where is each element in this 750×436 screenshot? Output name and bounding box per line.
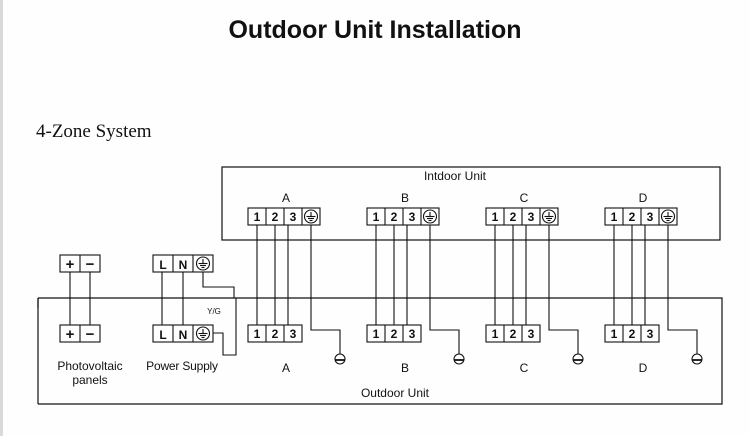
indoor-terminal-a-2: 2	[272, 210, 279, 224]
power-outdoor-terminal-n: N	[179, 328, 188, 342]
ground-wire-d	[667, 225, 698, 354]
outdoor-unit-label: Outdoor Unit	[360, 386, 430, 400]
pv-terminal-minus: −	[86, 256, 95, 273]
indoor-terminal-d-1: 1	[611, 210, 618, 224]
outdoor-terminal-a-3: 3	[290, 327, 297, 341]
outdoor-zone-label-b: B	[401, 361, 409, 375]
ground-terminal-icon	[422, 209, 438, 224]
outdoor-terminal-b-2: 2	[391, 327, 398, 341]
earth-ground-icon	[572, 353, 584, 365]
indoor-terminal-d-2: 2	[629, 210, 636, 224]
left-strip	[0, 0, 3, 436]
indoor-terminal-b-1: 1	[373, 210, 380, 224]
earth-ground-icon	[334, 353, 346, 365]
outdoor-terminal-d-3: 3	[647, 327, 654, 341]
photovoltaic-label-line2: panels	[72, 373, 108, 387]
outdoor-terminal-c-3: 3	[528, 327, 535, 341]
power-supply-label: Power Supply	[146, 359, 218, 373]
outdoor-terminal-d-1: 1	[611, 327, 618, 341]
ground-terminal-icon	[195, 326, 211, 341]
outdoor-terminal-a-1: 1	[254, 327, 261, 341]
ground-terminal-icon	[303, 209, 319, 224]
indoor-zone-label-a: A	[282, 191, 290, 205]
ground-wire-b	[429, 225, 460, 354]
ground-wire-c	[548, 225, 579, 354]
outdoor-zone-label-d: D	[639, 361, 648, 375]
yg-wire	[213, 298, 237, 356]
indoor-terminal-c-2: 2	[510, 210, 517, 224]
indoor-terminal-c-3: 3	[528, 210, 535, 224]
indoor-zone-label-b: B	[401, 191, 409, 205]
outdoor-terminal-c-2: 2	[510, 327, 517, 341]
power-ground-wire	[202, 272, 235, 298]
photovoltaic-label-line1: Photovoltaic	[57, 359, 123, 373]
earth-ground-icon	[453, 353, 465, 365]
indoor-terminal-b-2: 2	[391, 210, 398, 224]
outdoor-terminal-b-1: 1	[373, 327, 380, 341]
power-terminal-l: L	[159, 258, 166, 272]
power-outdoor-terminal-l: L	[159, 328, 166, 342]
yg-label: Y/G	[207, 307, 221, 316]
section-title: 4-Zone System	[36, 121, 152, 142]
outdoor-terminal-c-1: 1	[492, 327, 499, 341]
outdoor-zone-label-c: C	[520, 361, 529, 375]
pv-terminal-plus: +	[66, 256, 75, 273]
indoor-terminal-d-3: 3	[647, 210, 654, 224]
indoor-terminal-a-3: 3	[290, 210, 297, 224]
outdoor-terminal-b-3: 3	[409, 327, 416, 341]
page-title: Outdoor Unit Installation	[228, 16, 522, 44]
indoor-zone-label-c: C	[520, 191, 529, 205]
ground-wire-a	[310, 225, 341, 354]
outdoor-terminal-a-2: 2	[272, 327, 279, 341]
ground-terminal-icon	[195, 256, 211, 271]
power-terminal-n: N	[179, 258, 188, 272]
indoor-terminal-b-3: 3	[409, 210, 416, 224]
pv-terminal-minus: −	[86, 326, 95, 343]
indoor-unit-label: Intdoor Unit	[423, 169, 487, 183]
indoor-terminal-c-1: 1	[492, 210, 499, 224]
indoor-zone-label-d: D	[639, 191, 648, 205]
ground-terminal-icon	[541, 209, 557, 224]
outdoor-terminal-d-2: 2	[629, 327, 636, 341]
earth-ground-icon	[691, 353, 703, 365]
ground-terminal-icon	[660, 209, 676, 224]
outdoor-zone-label-a: A	[282, 361, 290, 375]
indoor-unit-box	[221, 166, 721, 241]
pv-terminal-plus: +	[66, 326, 75, 343]
indoor-terminal-a-1: 1	[254, 210, 261, 224]
